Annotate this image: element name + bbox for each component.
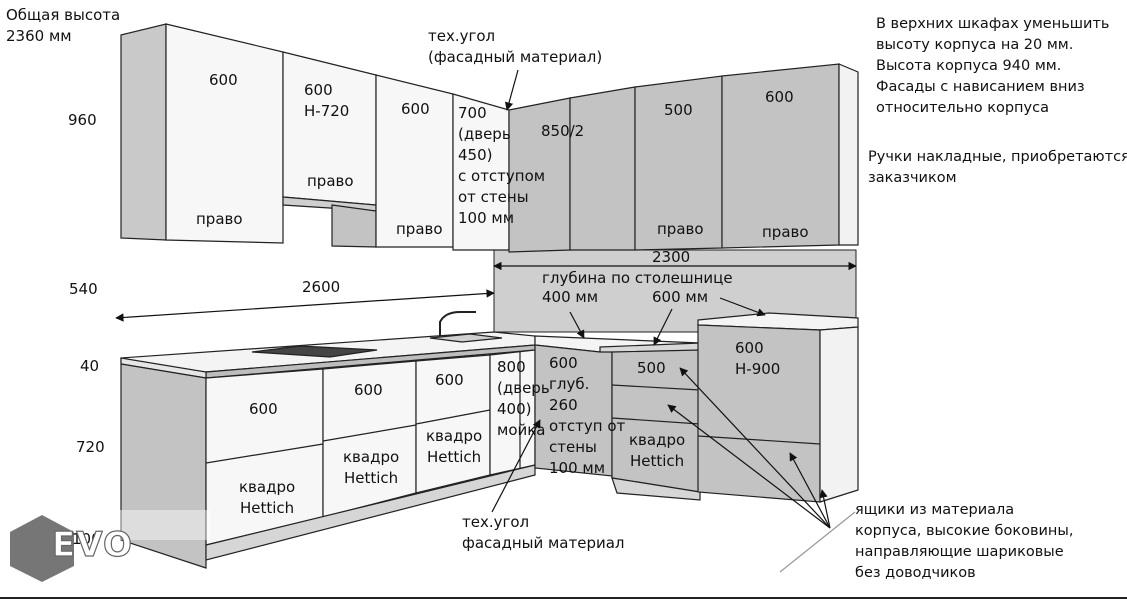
upper-cabinet-6 — [569, 86, 636, 251]
upper-cabinet-1-hinge: право — [196, 210, 243, 228]
lower-cabinet-3-divider — [415, 409, 491, 425]
leader-drawer-1 — [679, 367, 831, 529]
lower-cabinet-1-divider — [205, 443, 324, 464]
upper-cabinet-2-size: 600 Н-720 — [304, 81, 350, 120]
leader-depth-left — [569, 311, 585, 339]
sink — [429, 333, 503, 343]
lower-cabinet-3-width: 600 — [435, 371, 464, 389]
upper-cabinet-6-width: 500 — [664, 101, 693, 119]
right-run-dimension: 2300 — [652, 248, 691, 266]
lower-cabinet-6-drawer-1 — [611, 384, 701, 391]
lower-cabinet-2-width: 600 — [354, 381, 383, 399]
lower-cabinet-6-width: 500 — [637, 359, 666, 377]
depth-left-value: 400 мм — [542, 288, 599, 306]
lower-cabinet-3-drawer: квадро Hettich — [426, 427, 483, 466]
leader-tall-top — [719, 297, 766, 317]
upper-height-label: 960 — [68, 111, 97, 129]
upper-cabinet-4-spec: 700 (дверь 450) с отступом от стены 100 … — [458, 104, 546, 227]
bottom-border — [0, 597, 1127, 599]
lower-cabinets-left — [120, 349, 536, 569]
upper-cabinet-7-width: 600 — [765, 88, 794, 106]
tech-corner-bottom-note: тех.угол фасадный материал — [462, 513, 625, 552]
upper-cabinet-1-width: 600 — [209, 71, 238, 89]
hob — [251, 345, 378, 358]
lower-cabinet-6-drawer-2 — [611, 417, 701, 425]
lower-side-panel — [120, 363, 207, 569]
handles-note: Ручки накладные, приобретаются заказчико… — [868, 149, 1127, 186]
logo-watermark-band — [120, 510, 210, 540]
lower-cabinets-right — [534, 324, 859, 503]
upper-cabinet-3-width: 600 — [401, 100, 430, 118]
dimension-lines — [115, 69, 857, 573]
drawers-note: ящики из материала корпуса, высокие боко… — [855, 502, 1074, 581]
total-height-label: Общая высота 2360 мм — [6, 6, 121, 45]
lower-plinth — [205, 464, 536, 561]
lower-cabinet-4-spec: 800 (дверь 400) мойка — [497, 358, 550, 439]
lower-cabinet-1-drawer: квадро Hettich — [239, 478, 296, 517]
upper-cabinets-left — [120, 23, 510, 251]
leader-depth-right — [653, 308, 673, 346]
faucet — [439, 311, 476, 336]
depth-title: глубина по столешнице — [542, 269, 733, 287]
leader-drawer-2 — [667, 404, 831, 529]
upper-cabinet-3-hinge: право — [396, 220, 443, 238]
leader-tech-corner-top — [504, 69, 519, 111]
upper-cabinets-right — [508, 63, 859, 253]
countertop — [120, 311, 859, 379]
upper-cabinet-7-hinge: право — [762, 223, 809, 241]
leader-drawer-4 — [819, 489, 831, 529]
upper-cabinets-note: В верхних шкафах уменьшить высоту корпус… — [876, 16, 1110, 116]
upper-cabinet-6-hinge: право — [657, 220, 704, 238]
lower-cabinet-2-divider — [322, 424, 417, 442]
upper-cabinet-1 — [165, 23, 284, 244]
tech-corner-top-note: тех.угол (фасадный материал) — [428, 27, 603, 66]
lower-cabinet-2-drawer: квадро Hettich — [343, 448, 400, 487]
tall-cabinet-spec: 600 Н-900 — [735, 339, 781, 378]
depth-right-value: 600 мм — [652, 288, 709, 306]
leader-tech-corner-bottom — [491, 419, 541, 513]
left-run-dimension: 2600 — [302, 278, 341, 296]
upper-cabinet-2-hinge: право — [307, 172, 354, 190]
dim-left-run — [115, 289, 495, 322]
logo-hexagon — [10, 515, 74, 582]
floor-line — [779, 511, 856, 573]
lower-cabinet-5-spec: 600 глуб. 260 отступ от стены 100 мм — [549, 354, 626, 477]
upper-right-side — [838, 63, 859, 246]
backsplash-height-label: 540 — [69, 280, 98, 298]
tall-cabinet-divider — [697, 435, 821, 445]
tall-cabinet-side — [819, 326, 859, 503]
lower-height-label: 720 — [76, 438, 105, 456]
countertop-height-label: 40 — [80, 357, 100, 375]
lower-plinth-right — [611, 477, 701, 501]
evo-logo — [10, 510, 210, 582]
logo-text: EVO — [51, 524, 133, 565]
upper-cabinet-5-width: 850/2 — [541, 122, 585, 140]
lower-cabinet-6-drawer: квадро Hettich — [629, 431, 686, 470]
plinth-height-label: 100 — [72, 530, 101, 548]
lower-cabinet-1-width: 600 — [249, 400, 278, 418]
upper-side-panel — [120, 23, 167, 241]
leader-drawer-3 — [789, 452, 831, 529]
upper-cabinet-3-box — [331, 204, 377, 248]
